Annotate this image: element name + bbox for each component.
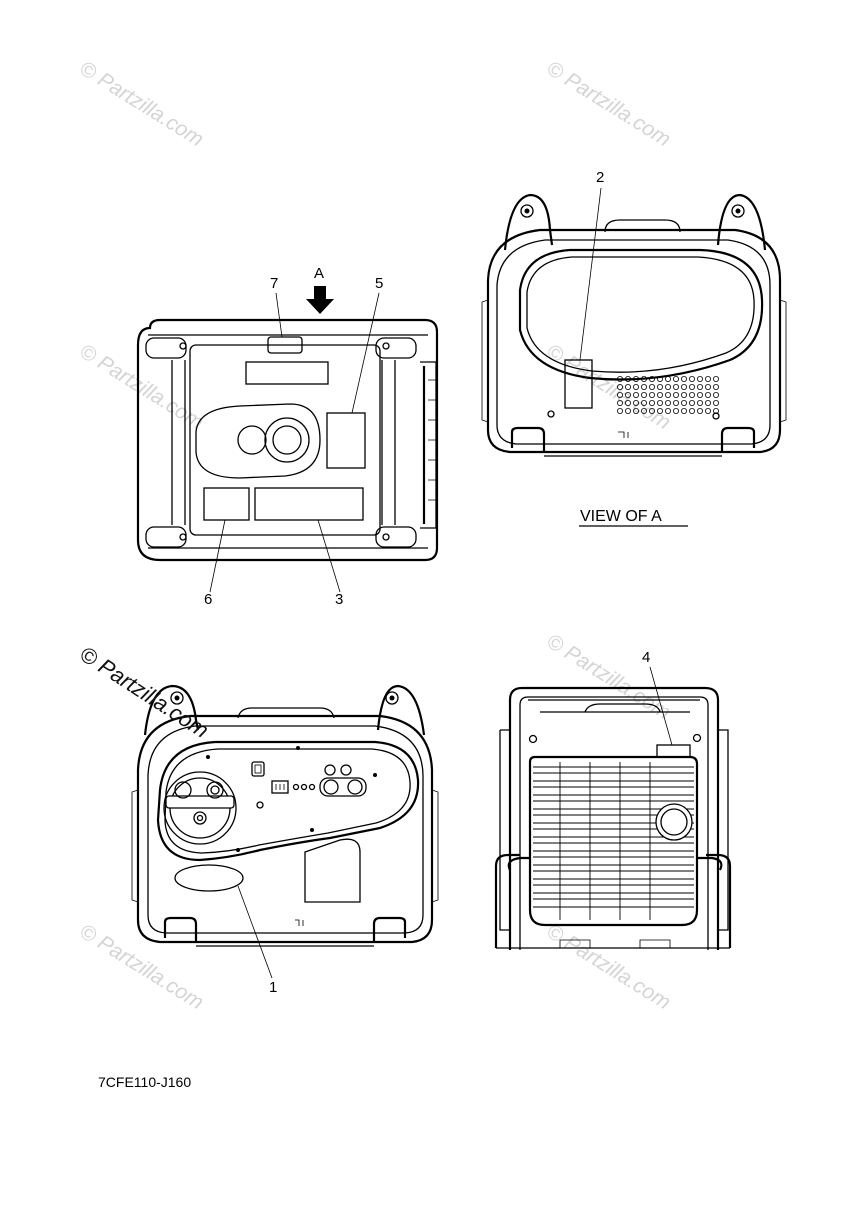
callout-1-leader (237, 885, 273, 979)
watermark-text: © Partzilla.com (542, 630, 674, 724)
control-side-view (131, 684, 439, 947)
view-of-a-label: VIEW OF A (580, 508, 662, 525)
drawing-code: 7CFE110-J160 (98, 1074, 191, 1090)
vent-grille (617, 375, 720, 414)
top-view (136, 318, 439, 562)
callout-6: 6 (204, 591, 212, 608)
callout-3: 3 (335, 591, 343, 608)
watermark-text: © Partzilla.com (75, 57, 207, 151)
watermark-text-dark: © Partzilla.com (75, 641, 213, 743)
down-arrow-icon (306, 286, 334, 314)
rear-view (494, 686, 732, 950)
callout-5: 5 (375, 275, 383, 292)
callout-2: 2 (596, 169, 604, 186)
rear-grille (533, 762, 694, 920)
arrow-label: A (314, 265, 324, 282)
callout-1: 1 (269, 979, 277, 996)
callout-7: 7 (270, 275, 278, 292)
view-of-a (481, 193, 787, 457)
watermark-text: © Partzilla.com (75, 340, 207, 434)
callout-4: 4 (642, 649, 650, 666)
callout-2-leader (579, 187, 602, 361)
view-arrow: A (306, 265, 334, 314)
watermark-text: © Partzilla.com (542, 57, 674, 151)
callout-4-leader (649, 666, 673, 746)
view-of-a-caption: VIEW OF A (579, 508, 688, 527)
watermark-text: © Partzilla.com (542, 920, 674, 1014)
top-view-callouts: 7 5 6 3 (204, 275, 383, 608)
